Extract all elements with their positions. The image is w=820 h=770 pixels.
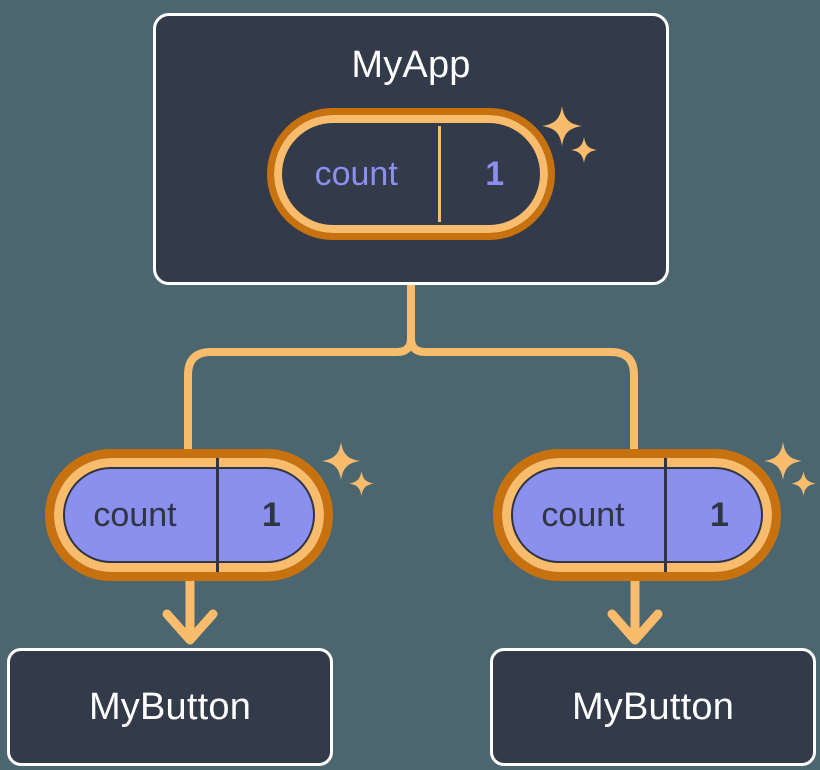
state-value-child-0: 1 xyxy=(262,496,281,534)
sparkle-four-point-small-icon xyxy=(790,470,817,497)
state-pill-divider-root xyxy=(438,126,442,222)
component-label-mybutton-1: MyButton xyxy=(571,686,735,728)
component-card-mybutton-1[interactable]: MyButton xyxy=(490,648,816,766)
state-pill-root[interactable]: count 1 xyxy=(267,108,555,240)
branch-left xyxy=(184,282,415,453)
state-key-root: count xyxy=(314,155,398,193)
component-label-myapp: MyApp xyxy=(351,44,471,86)
component-card-mybutton-0[interactable]: MyButton xyxy=(7,648,333,766)
state-value-child-1: 1 xyxy=(710,496,729,534)
state-pill-child-1[interactable]: count 1 xyxy=(493,449,781,581)
state-pill-divider-child-1 xyxy=(664,458,667,572)
state-key-child-1: count xyxy=(541,496,625,534)
state-key-child-0: count xyxy=(93,496,177,534)
state-value-root: 1 xyxy=(485,155,505,193)
arrow-head-right xyxy=(607,609,663,645)
state-pill-divider-child-0 xyxy=(216,458,219,572)
sparkle-four-point-large-icon xyxy=(321,441,361,481)
branch-right xyxy=(407,282,638,453)
component-label-mybutton-0: MyButton xyxy=(88,686,252,728)
sparkle-four-point-small-icon xyxy=(348,470,375,497)
state-pill-child-0[interactable]: count 1 xyxy=(45,449,333,581)
arrow-head-left xyxy=(162,609,218,645)
